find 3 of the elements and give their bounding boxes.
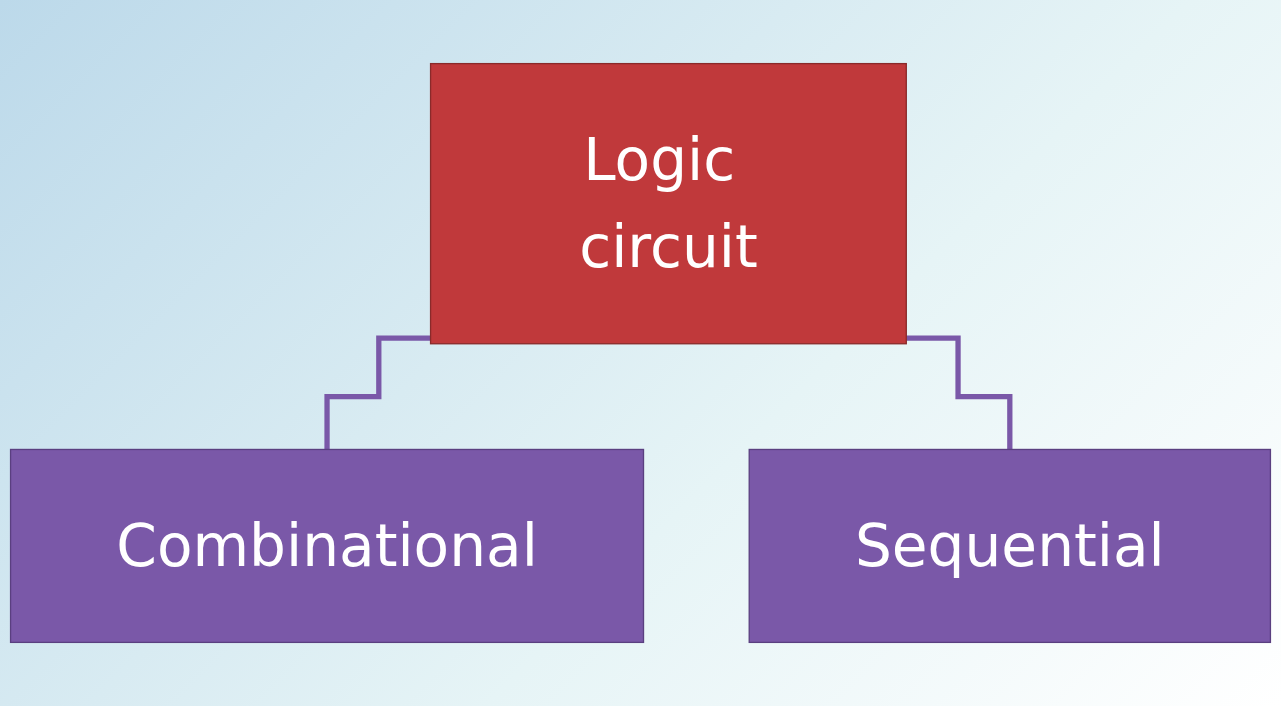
node-box: Combinational — [9, 448, 645, 644]
node-box: Sequential — [748, 448, 1272, 644]
node-box: Logic circuit — [429, 62, 907, 345]
